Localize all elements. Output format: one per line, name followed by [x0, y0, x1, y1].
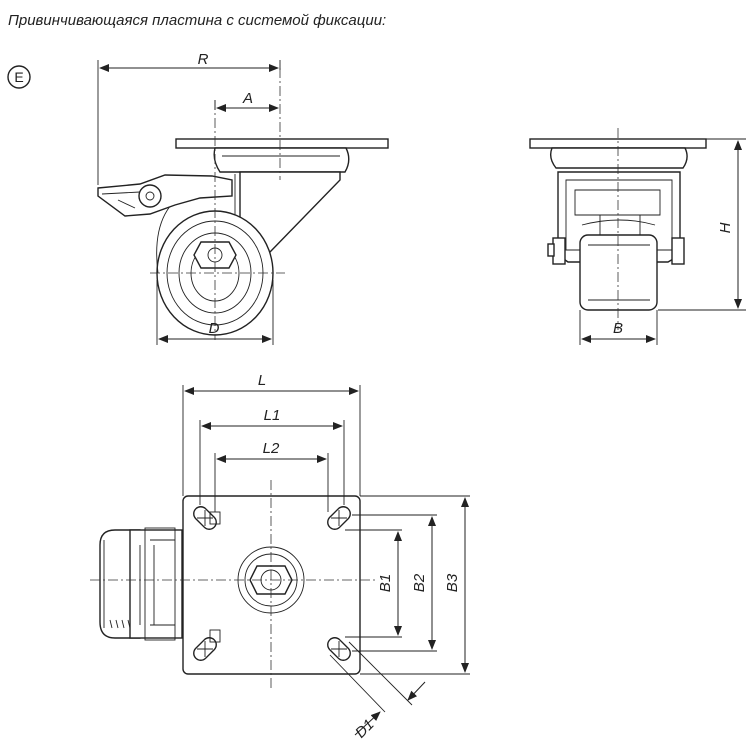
dim-B: B: [613, 320, 623, 337]
dim-H: H: [717, 222, 734, 233]
variant-letter: E: [14, 69, 23, 85]
variant-marker: E: [7, 65, 31, 89]
side-view: [97, 68, 389, 340]
mounting-slots: [193, 506, 351, 661]
drawing-caption: Привинчивающаяся пластина с системой фик…: [8, 12, 387, 29]
top-view-dimensions: L L1 L2 B1 B2 B3 D1: [182, 372, 470, 742]
front-view-dimensions: H B: [579, 138, 746, 345]
dim-D: D: [209, 320, 220, 337]
dim-L: L: [258, 372, 266, 389]
dim-B3: B3: [444, 573, 461, 592]
dim-L1: L1: [264, 407, 281, 424]
dim-B1: B1: [377, 574, 394, 592]
dim-R: R: [198, 51, 209, 68]
dim-A: A: [242, 90, 253, 107]
dim-B2: B2: [411, 573, 428, 592]
dim-D1: D1: [352, 716, 378, 742]
front-view: [529, 128, 707, 330]
side-view-dimensions: R A D: [97, 51, 281, 345]
top-view: [90, 480, 375, 690]
dim-L2: L2: [263, 440, 280, 457]
